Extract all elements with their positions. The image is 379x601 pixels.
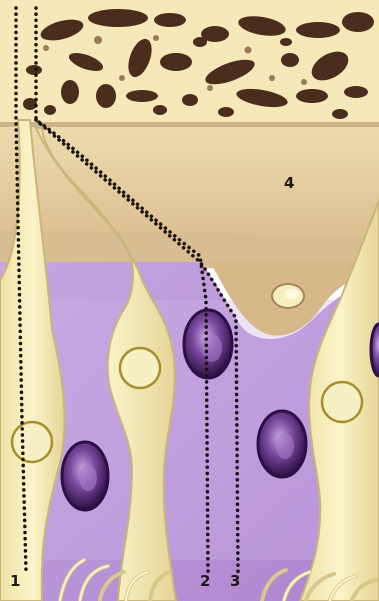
- label-3: 3: [230, 572, 240, 590]
- purple-cell-2: [62, 442, 108, 510]
- purple-cell-3: [258, 411, 306, 477]
- label-4: 4: [284, 174, 294, 192]
- purple-cell-1: [184, 310, 232, 378]
- label-1: 1: [10, 572, 20, 590]
- label-2: 2: [200, 572, 210, 590]
- bone-layer: [0, 0, 379, 125]
- purple-cell-4: [371, 324, 379, 376]
